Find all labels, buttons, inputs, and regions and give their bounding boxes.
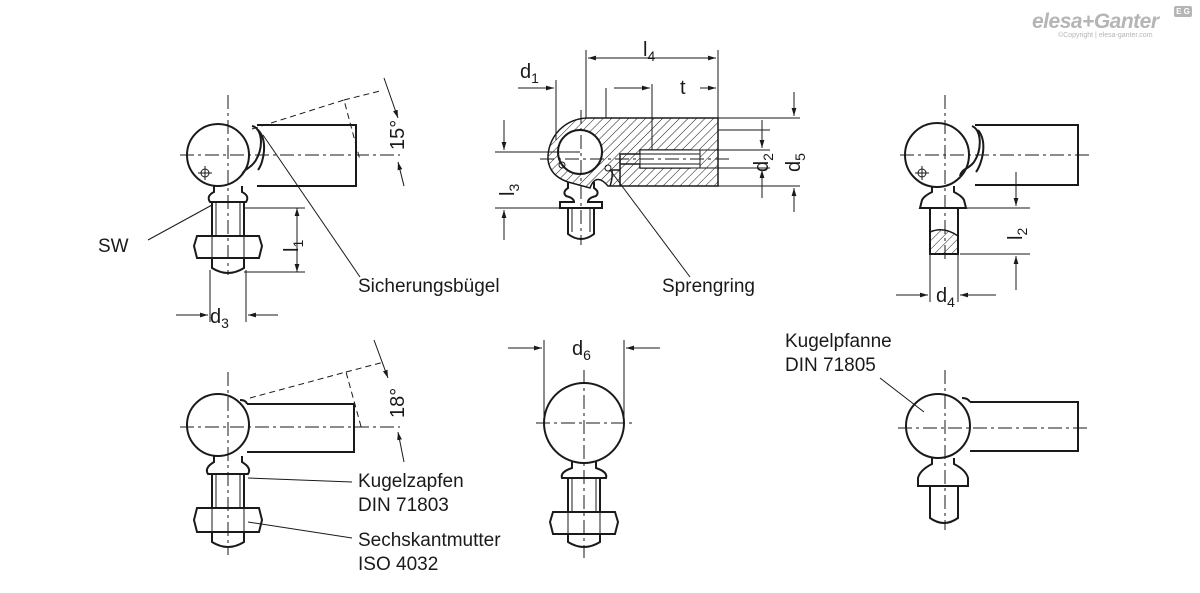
dim-l2: l2 (1005, 228, 1030, 240)
brand-logo: elesa+Ganter E G ©Copyright | elesa-gant… (1032, 6, 1192, 44)
dim-d3: d3 (210, 306, 229, 331)
dim-l1: l1 (281, 240, 306, 252)
label-kugelzapfen: Kugelzapfen (358, 471, 464, 492)
dim-d2: d2 (751, 153, 776, 172)
label-kugelzapfen-din: DIN 71803 (358, 495, 449, 516)
dim-angle-18: 18° (387, 388, 409, 418)
label-sw: SW (98, 236, 129, 257)
labels: SW Sicherungsbügel Sprengring Kugelzapfe… (98, 236, 892, 575)
brand-badge: E G (1174, 6, 1192, 17)
dim-d1: d1 (520, 61, 539, 86)
label-sechskantmutter-iso: ISO 4032 (358, 554, 438, 575)
view-top-center (495, 50, 800, 278)
label-kugelpfanne-din: DIN 71805 (785, 355, 876, 376)
dim-angle-15: 15° (387, 120, 409, 150)
view-top-right (896, 95, 1090, 302)
dimension-labels: d3 d1 l4 t d4 d6 l1 l3 d2 d5 l2 15° 18° (210, 39, 1030, 418)
label-kugelpfanne: Kugelpfanne (785, 331, 892, 352)
label-sprengring: Sprengring (662, 276, 755, 297)
dim-l3: l3 (497, 184, 522, 196)
label-sechskantmutter: Sechskantmutter (358, 530, 501, 551)
dim-d6: d6 (572, 338, 591, 363)
view-bottom-center (508, 340, 660, 558)
dim-t: t (680, 77, 686, 99)
dim-d5: d5 (783, 153, 808, 172)
dim-d4: d4 (936, 285, 955, 310)
brand-copyright: ©Copyright | elesa-ganter.com (1058, 32, 1153, 39)
view-bottom-left (180, 339, 405, 555)
dim-l4: l4 (643, 39, 655, 64)
label-sicherungsbugel: Sicherungsbügel (358, 276, 500, 297)
view-bottom-right (879, 370, 1090, 530)
view-top-left (147, 77, 405, 322)
brand-name: elesa+Ganter (1032, 10, 1159, 33)
